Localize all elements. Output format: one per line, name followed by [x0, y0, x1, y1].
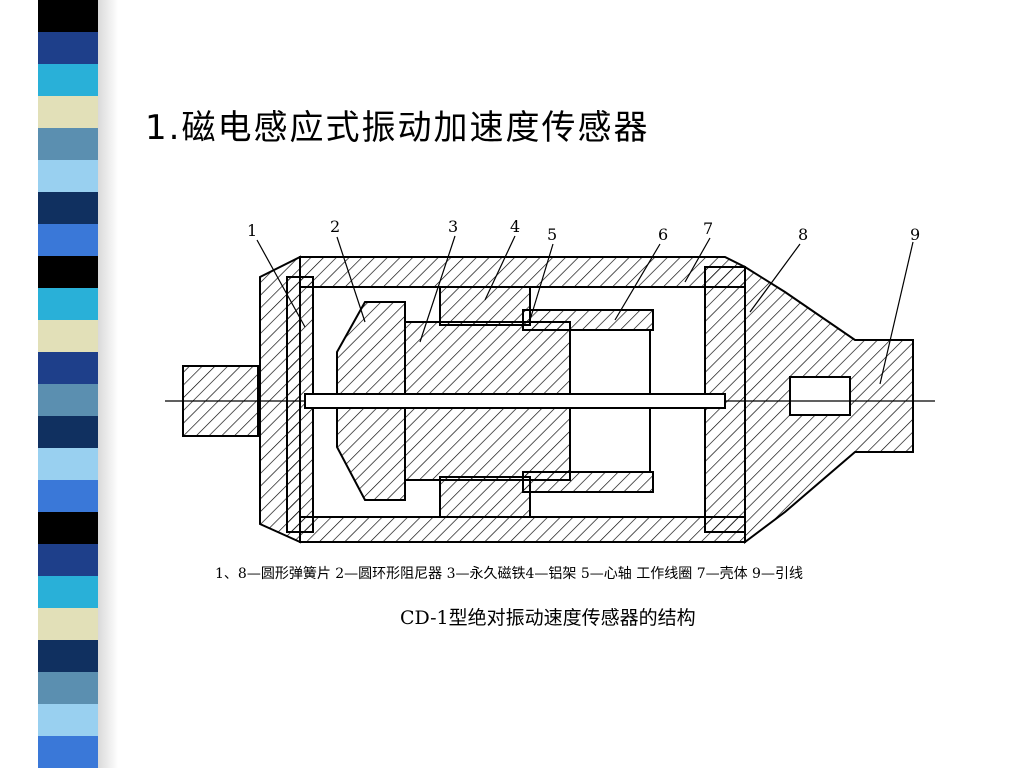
spindle: [304, 393, 726, 409]
stripe-segment: [38, 224, 98, 256]
stripe-segment: [38, 384, 98, 416]
coil-bottom: [522, 471, 654, 493]
stripe-segment: [38, 256, 98, 288]
coil-top: [522, 309, 654, 331]
leader-line-5: [529, 243, 554, 321]
figure-caption: CD-1型绝对振动速度传感器的结构: [400, 607, 696, 629]
stripe-segment: [38, 416, 98, 448]
stripe-segment: [38, 544, 98, 576]
part-label-7: 7: [703, 219, 713, 238]
leader-line-1: [256, 239, 306, 328]
part-label-5: 5: [547, 225, 557, 244]
leader-line-4: [484, 235, 516, 301]
housing-top-wall: [299, 256, 746, 288]
stripe-shadow: [98, 0, 118, 768]
stripe-segments: [38, 0, 98, 768]
part-label-1: 1: [247, 221, 257, 240]
part-label-4: 4: [510, 217, 520, 236]
stripe-segment: [38, 0, 98, 32]
stripe-segment: [38, 128, 98, 160]
decorative-stripe-bar: [0, 0, 118, 768]
part-label-6: 6: [658, 225, 668, 244]
stripe-segment: [38, 480, 98, 512]
stripe-segment: [38, 64, 98, 96]
part-label-8: 8: [798, 225, 808, 244]
leader-line-3: [419, 235, 456, 343]
sensor-cross-section-diagram: 1 2 3 4 5 6 7 8 9: [165, 217, 935, 544]
parts-legend: 1、8—圆形弹簧片 2—圆环形阻尼器 3—永久磁铁4—铝架 5—心轴 工作线圈 …: [215, 566, 803, 582]
stripe-segment: [38, 704, 98, 736]
stripe-segment: [38, 96, 98, 128]
leader-line-2: [336, 236, 366, 323]
leader-line-6: [614, 243, 661, 321]
leader-line-7: [684, 237, 711, 283]
stripe-segment: [38, 288, 98, 320]
part-label-2: 2: [330, 217, 340, 236]
stripe-segment: [38, 160, 98, 192]
stripe-segment: [38, 352, 98, 384]
housing-bottom-wall: [299, 516, 746, 543]
stripe-segment: [38, 576, 98, 608]
slide-title: 1.磁电感应式振动加速度传感器: [145, 108, 650, 148]
leader-line-8: [749, 243, 801, 313]
stripe-segment: [38, 672, 98, 704]
part-label-9: 9: [910, 225, 920, 244]
stripe-segment: [38, 608, 98, 640]
stripe-segment: [38, 736, 98, 768]
stripe-segment: [38, 320, 98, 352]
aluminum-frame-top: [439, 286, 531, 326]
stripe-segment: [38, 32, 98, 64]
leader-line-9: [879, 241, 914, 385]
stripe-segment: [38, 640, 98, 672]
lead-wire-plug: [789, 376, 851, 416]
aluminum-frame-bottom: [439, 476, 531, 518]
stripe-segment: [38, 192, 98, 224]
stripe-segment: [38, 512, 98, 544]
stripe-segment: [38, 448, 98, 480]
part-label-3: 3: [448, 217, 458, 236]
